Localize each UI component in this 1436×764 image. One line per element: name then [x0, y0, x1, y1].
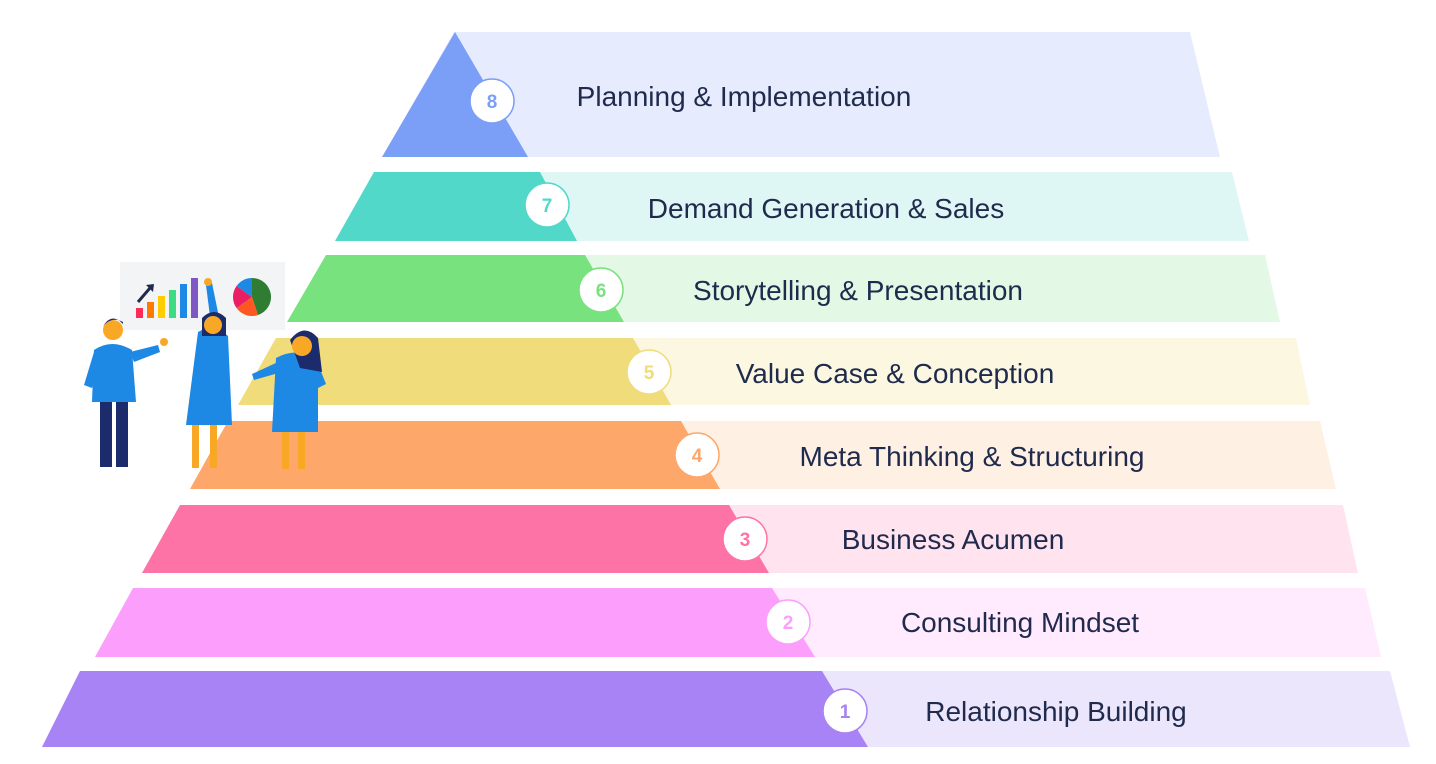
level-number: 2	[783, 613, 794, 634]
level-band-color	[42, 671, 868, 747]
pyramid-level-2: 2 Consulting Mindset	[95, 588, 1381, 657]
pyramid-levels: 8 Planning & Implementation 7 Demand Genera…	[42, 32, 1410, 747]
level-number: 6	[596, 281, 607, 302]
level-label: Value Case & Conception	[736, 358, 1055, 389]
level-number: 3	[740, 530, 751, 551]
level-number: 7	[542, 196, 553, 217]
level-band-color	[95, 588, 815, 657]
pyramid-level-5: 5 Value Case & Conception	[238, 338, 1310, 405]
chart-bar	[158, 296, 165, 318]
pie-slice	[236, 297, 258, 316]
pyramid-level-6: 6 Storytelling & Presentation	[287, 255, 1280, 322]
level-number-badge: 7	[524, 182, 570, 228]
pie-chart-icon	[233, 278, 271, 316]
level-label: Consulting Mindset	[901, 607, 1139, 638]
pie-slice	[252, 278, 271, 316]
level-label: Relationship Building	[925, 696, 1187, 727]
level-band-color	[190, 421, 720, 489]
level-label: Meta Thinking & Structuring	[800, 441, 1145, 472]
level-number-badge: 1	[822, 688, 868, 734]
pyramid-level-3: 3 Business Acumen	[142, 505, 1358, 573]
man-figure	[84, 318, 168, 467]
level-number-badge: 8	[469, 78, 515, 124]
level-number-badge: 5	[626, 349, 672, 395]
level-band-color	[238, 338, 671, 405]
team-presenting-chart-illustration	[84, 262, 326, 469]
pyramid-level-8: 8 Planning & Implementation	[382, 32, 1220, 157]
level-number: 4	[692, 446, 703, 467]
pie-slice	[233, 285, 252, 309]
level-number-badge: 3	[722, 516, 768, 562]
chart-bar	[147, 302, 154, 318]
level-label: Business Acumen	[842, 524, 1065, 555]
level-number: 5	[644, 363, 655, 384]
level-band-color	[382, 32, 528, 157]
pie-slice	[236, 278, 252, 297]
woman-pointing-figure	[186, 278, 232, 468]
chart-bar	[180, 284, 187, 318]
level-label: Planning & Implementation	[577, 81, 912, 112]
pyramid-level-1: 1 Relationship Building	[42, 671, 1410, 747]
level-number-badge: 2	[765, 599, 811, 645]
level-label: Storytelling & Presentation	[693, 275, 1023, 306]
level-band-color	[287, 255, 624, 322]
level-number-badge: 4	[674, 432, 720, 478]
level-band-light	[382, 32, 1220, 157]
level-band-color	[142, 505, 769, 573]
level-label: Demand Generation & Sales	[648, 193, 1004, 224]
chart-bar	[169, 290, 176, 318]
woman-figure	[252, 330, 326, 469]
trend-arrow-icon	[136, 284, 154, 303]
pyramid-level-4: 4 Meta Thinking & Structuring	[190, 421, 1336, 489]
level-number-badge: 6	[578, 267, 624, 313]
level-number: 8	[487, 92, 498, 113]
bar-chart-icon	[136, 278, 198, 318]
pyramid-level-7: 7 Demand Generation & Sales	[335, 172, 1249, 241]
chart-bar	[191, 278, 198, 318]
chart-bar	[136, 308, 143, 318]
level-band-color	[335, 172, 577, 241]
level-number: 1	[840, 702, 851, 723]
